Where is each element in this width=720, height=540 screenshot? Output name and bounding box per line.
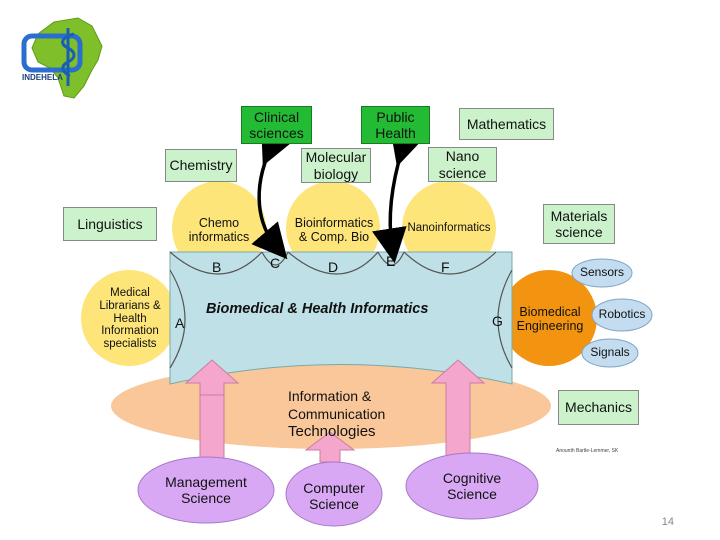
computer-arrow: [304, 431, 356, 463]
chemistry-box: Chemistry: [165, 149, 237, 182]
clinical-sciences-box: Clinical sciences: [241, 106, 312, 144]
management-oval: [137, 456, 275, 524]
credit-text: Anounth Bartle-Lemmer, SK: [556, 448, 619, 454]
sensors-oval: [571, 258, 633, 288]
bioinformatics-label: Bioinformatics & Comp. Bio: [294, 215, 374, 244]
petal-a: [169, 269, 186, 369]
biomedical-engineering-label: Biomedical Engineering: [516, 304, 584, 333]
robotics-oval: [591, 298, 653, 332]
robotics-label: Robotics: [598, 307, 646, 322]
ict-line-3: Technologies: [288, 423, 376, 440]
center-title: Biomedical & Health Informatics: [206, 301, 428, 317]
logo-text: INDEHELA: [22, 73, 63, 82]
caduceus-icon: [61, 28, 76, 86]
nano-science-box: Nano science: [428, 147, 497, 182]
mathematics-box: Mathematics: [459, 108, 554, 140]
chemo-informatics-label: Chemo informatics: [188, 215, 250, 244]
engineering-circle: [501, 270, 597, 366]
petal-b: [169, 251, 263, 275]
management-arrow: [184, 359, 240, 396]
letter-c: C: [270, 255, 280, 271]
ict-line-1: Information &: [288, 388, 372, 404]
signals-label: Signals: [590, 345, 630, 360]
computer-science-label: Computer Science: [303, 479, 365, 512]
letter-a: A: [175, 315, 185, 331]
public-health-box: Public Health: [361, 106, 430, 144]
management-arrow-shaft: [199, 394, 225, 464]
letter-d: D: [328, 259, 338, 275]
indehela-logo: INDEHELA: [21, 17, 103, 99]
mechanics-box: Mechanics: [558, 390, 639, 425]
nanoinformatics-label: Nanoinformatics: [407, 222, 491, 235]
librarians-circle: [81, 270, 177, 366]
ict-line-2: Communication: [288, 406, 386, 422]
cognitive-science-label: Cognitive Science: [442, 469, 502, 502]
management-science-label: Management Science: [165, 473, 247, 506]
clinical-arrow: [251, 126, 294, 260]
ict-label: Information & Communication Technologies: [288, 387, 385, 441]
public-health-arrow: [372, 128, 424, 264]
materials-science-box: Materials science: [543, 204, 615, 244]
cognitive-oval: [405, 452, 539, 520]
medical-librarians-label: Medical Librarians & Health Information …: [99, 286, 161, 351]
logo-frame: [21, 33, 83, 73]
letter-b: B: [212, 259, 221, 275]
letter-f: F: [441, 259, 450, 275]
petal-d: [287, 251, 379, 275]
petal-g: [497, 269, 513, 369]
computer-oval: [285, 461, 383, 527]
letter-e: E: [386, 253, 395, 269]
page-number: 14: [661, 516, 674, 528]
molecular-biology-box: Molecular biology: [301, 148, 371, 183]
letter-g: G: [492, 313, 503, 329]
sensors-label: Sensors: [579, 265, 625, 280]
signals-oval: [581, 338, 639, 368]
linguistics-box: Linguistics: [63, 207, 157, 241]
